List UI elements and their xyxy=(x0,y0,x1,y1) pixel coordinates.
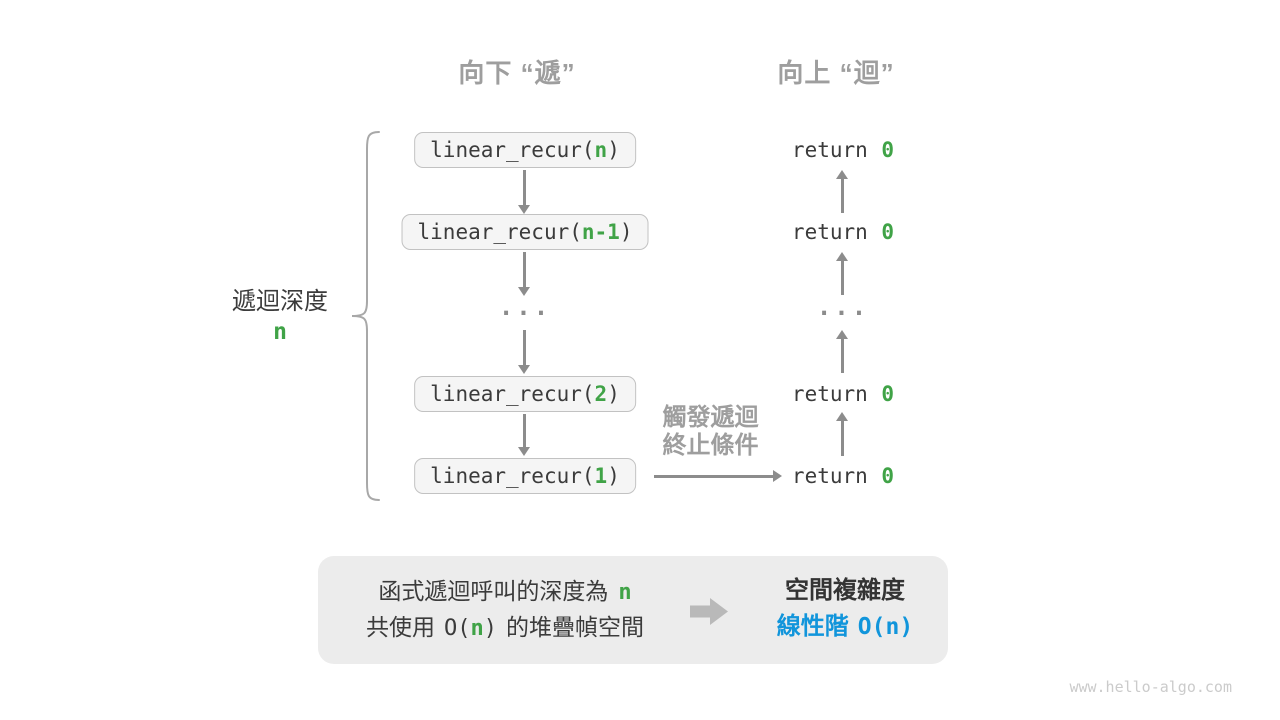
call-box-1: linear_recur(1) xyxy=(414,458,636,494)
code-text: ) xyxy=(607,138,620,162)
code-text: linear_recur( xyxy=(417,220,582,244)
depth-value: n xyxy=(273,319,287,345)
code-text: linear_recur( xyxy=(430,464,595,488)
return-keyword: return xyxy=(791,464,868,488)
return-keyword: return xyxy=(791,220,868,244)
return-value: 0 xyxy=(881,220,895,244)
code-arg: 1 xyxy=(594,464,608,488)
up-arrow-icon xyxy=(836,412,849,456)
return-value: 0 xyxy=(881,138,895,162)
down-arrow-icon xyxy=(518,414,531,456)
summary-line2-code: ) xyxy=(483,616,497,641)
code-arg: n xyxy=(594,138,608,162)
code-text: linear_recur( xyxy=(430,382,595,406)
summary-line2-pre: 共使用 xyxy=(366,614,435,640)
code-arg: 2 xyxy=(594,382,608,406)
space-complexity-title: 空間複雜度 xyxy=(785,577,905,604)
summary-panel xyxy=(318,556,948,664)
down-arrow-icon xyxy=(518,252,531,296)
return-row: return 0 xyxy=(792,463,894,489)
summary-line1-text: 函式遞迴呼叫的深度為 xyxy=(378,578,609,604)
code-text: ) xyxy=(607,382,620,406)
code-text: ) xyxy=(607,464,620,488)
result-label: 線性階 xyxy=(776,613,849,640)
depth-label: 遞迴深度 xyxy=(232,288,328,315)
summary-line1-value: n xyxy=(618,580,632,605)
trigger-label-line2: 終止條件 xyxy=(662,432,759,459)
summary-line2-code: O( xyxy=(444,616,471,641)
ascend-column-header: 向上 “迴” xyxy=(777,58,895,88)
down-arrow-icon xyxy=(518,170,531,214)
code-text: linear_recur( xyxy=(430,138,595,162)
code-text: ) xyxy=(619,220,633,244)
return-row: return 0 xyxy=(792,219,894,245)
return-keyword: return xyxy=(791,138,868,162)
up-arrow-icon xyxy=(836,170,849,213)
up-arrow-icon xyxy=(836,252,849,295)
result-code: O(n) xyxy=(857,614,914,640)
ascend-ellipsis: ... xyxy=(816,293,870,321)
call-box-n-1: linear_recur(n-1) xyxy=(401,214,649,250)
terminate-arrow-icon xyxy=(654,470,782,483)
trigger-label-line1: 觸發遞迴 xyxy=(662,404,759,431)
right-block-arrow-icon xyxy=(690,598,728,630)
descend-ellipsis: ... xyxy=(498,293,552,321)
trigger-label: 觸發遞迴 終止條件 xyxy=(628,404,793,460)
summary-line1: 函式遞迴呼叫的深度為 n xyxy=(330,577,680,607)
return-value: 0 xyxy=(881,382,895,406)
space-complexity-result: 線性階 O(n) xyxy=(740,613,950,641)
summary-line2-post: 的堆疊幀空間 xyxy=(506,614,644,640)
code-arg: n-1 xyxy=(581,220,620,244)
watermark: www.hello-algo.com xyxy=(1069,678,1232,696)
return-row: return 0 xyxy=(792,137,894,163)
up-arrow-icon xyxy=(836,330,849,373)
call-box-n: linear_recur(n) xyxy=(414,132,636,168)
depth-brace xyxy=(348,130,382,507)
summary-line2: 共使用 O(n) 的堆疊幀空間 xyxy=(330,613,680,643)
summary-line2-code-arg: n xyxy=(470,616,484,641)
return-keyword: return xyxy=(791,382,868,406)
call-box-2: linear_recur(2) xyxy=(414,376,636,412)
return-row: return 0 xyxy=(792,381,894,407)
return-value: 0 xyxy=(881,464,895,488)
down-arrow-icon xyxy=(518,330,531,374)
descend-column-header: 向下 “遞” xyxy=(458,58,576,88)
